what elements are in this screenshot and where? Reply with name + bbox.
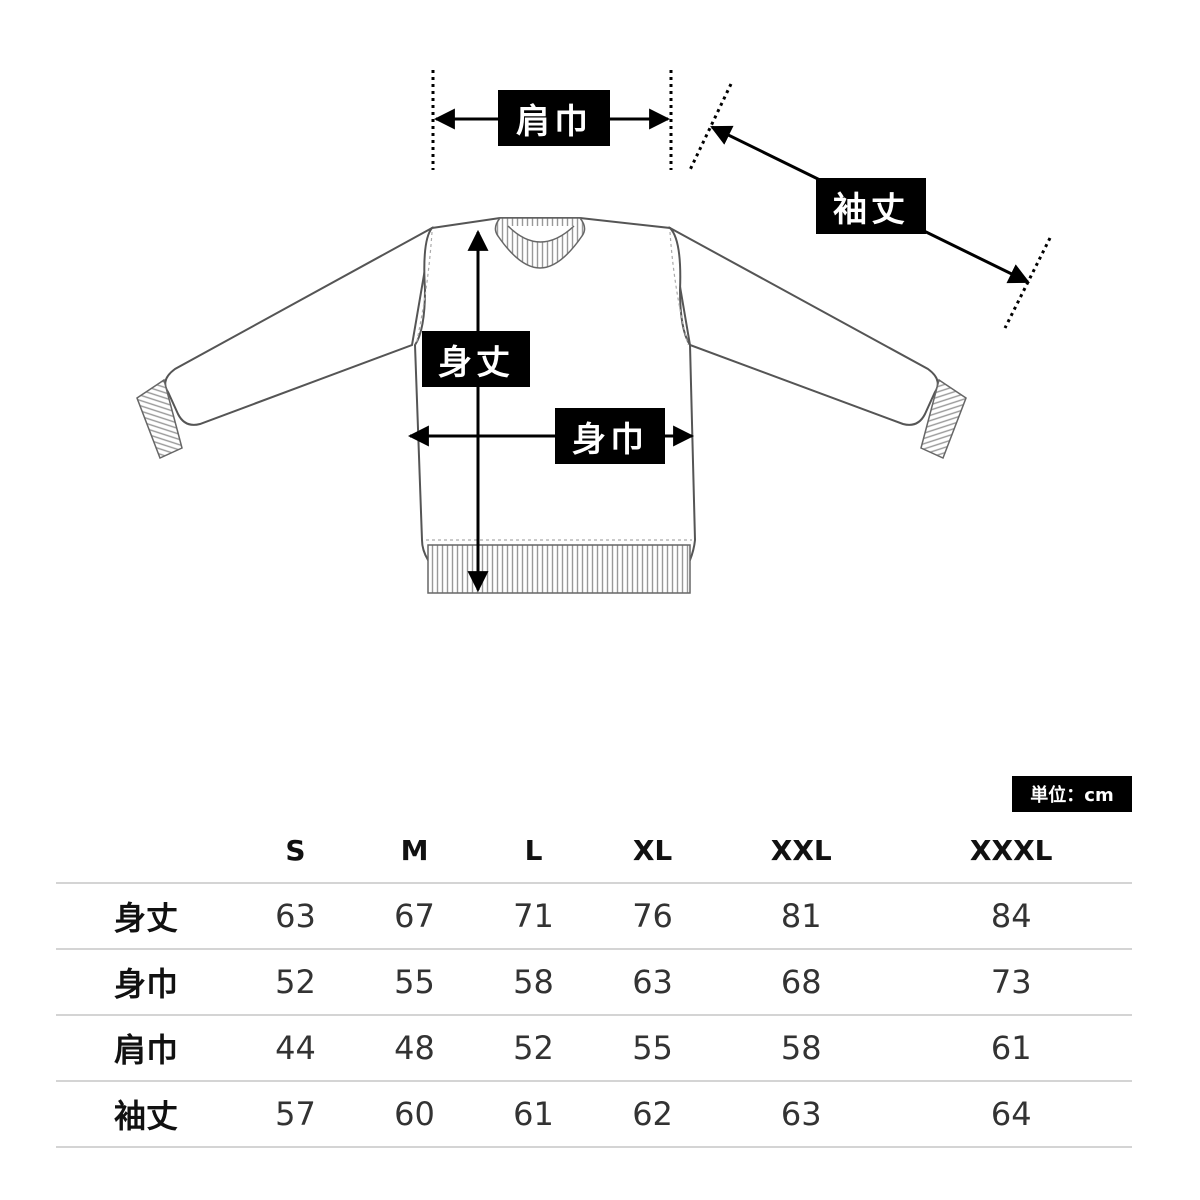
column-header: XL [632, 833, 673, 867]
table-cell: 68 [712, 948, 891, 1015]
table-cell: 63 [593, 948, 713, 1015]
table-cell: 52 [236, 948, 356, 1015]
row-label: 肩巾 [56, 1014, 236, 1081]
sleeve-length-label: 袖丈 [816, 178, 926, 234]
table-cell: 71 [474, 882, 594, 949]
table-cell: 44 [236, 1014, 356, 1081]
table-cell: 58 [474, 948, 594, 1015]
table-cell: 84 [890, 882, 1132, 949]
table-row: 袖丈 57 60 61 62 63 64 [56, 1080, 1132, 1148]
shoulder-width-label: 肩巾 [498, 90, 610, 146]
column-header: XXL [770, 833, 832, 867]
table-cell: 55 [593, 1014, 713, 1081]
table-cell: 55 [355, 948, 475, 1015]
table-cell: 67 [355, 882, 475, 949]
body-width-label: 身巾 [555, 408, 665, 464]
table-row: 身巾 52 55 58 63 68 73 [56, 948, 1132, 1015]
row-label: 身丈 [56, 882, 236, 949]
table-cell: 60 [355, 1080, 475, 1148]
table-cell: 62 [593, 1080, 713, 1148]
column-header: L [524, 833, 543, 867]
table-cell: 63 [712, 1080, 891, 1148]
row-label: 身巾 [56, 948, 236, 1015]
table-cell: 76 [593, 882, 713, 949]
size-table: S M L XL XXL XXXL 身丈 63 67 71 76 81 84 身… [56, 818, 1132, 1148]
table-row: 身丈 63 67 71 76 81 84 [56, 882, 1132, 949]
left-sleeve [136, 226, 434, 460]
corner-cell [56, 818, 236, 883]
table-header-row: S M L XL XXL XXXL [56, 818, 1132, 883]
unit-badge: 単位：cm [1012, 776, 1132, 812]
table-cell: 61 [890, 1014, 1132, 1081]
table-cell: 48 [355, 1014, 475, 1081]
table-cell: 63 [236, 882, 356, 949]
table-cell: 61 [474, 1080, 594, 1148]
table-cell: 58 [712, 1014, 891, 1081]
table-row: 肩巾 44 48 52 55 58 61 [56, 1014, 1132, 1081]
table-cell: 57 [236, 1080, 356, 1148]
body-length-label: 身丈 [422, 331, 530, 387]
table-cell: 73 [890, 948, 1132, 1015]
sweater-body [413, 217, 697, 594]
table-cell: 64 [890, 1080, 1132, 1148]
column-header: S [285, 833, 306, 867]
column-header: XXXL [969, 833, 1053, 867]
table-cell: 81 [712, 882, 891, 949]
sweater-diagram [136, 70, 1052, 594]
table-cell: 52 [474, 1014, 594, 1081]
row-label: 袖丈 [56, 1080, 236, 1148]
right-sleeve [668, 226, 967, 460]
column-header: M [400, 833, 429, 867]
